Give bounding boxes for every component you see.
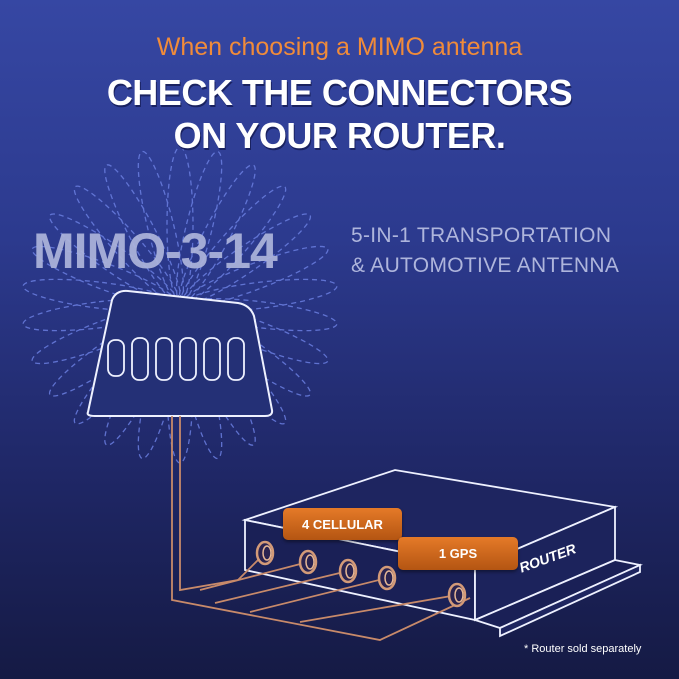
antenna-slots bbox=[107, 337, 245, 381]
gps-connector-label: 1 GPS bbox=[398, 537, 518, 570]
radiation-lobe bbox=[22, 278, 179, 312]
cellular-connectors-label: 4 CELLULAR bbox=[283, 508, 402, 540]
cables bbox=[171, 416, 471, 641]
radiation-lobe bbox=[181, 245, 329, 308]
radiation-lobe bbox=[31, 302, 179, 365]
radiation-lobe bbox=[179, 185, 287, 305]
product-subtitle-1: 5-IN-1 TRANSPORTATION bbox=[351, 224, 612, 247]
footnote: * Router sold separately bbox=[524, 643, 642, 655]
radiation-lobe bbox=[48, 213, 180, 306]
connector-port bbox=[377, 565, 397, 591]
radiation-lobe bbox=[181, 298, 338, 332]
radiation-lobe bbox=[73, 185, 181, 305]
connectors bbox=[255, 540, 467, 608]
headline-line-2: ON YOUR ROUTER. bbox=[173, 115, 506, 156]
headline-line-1: CHECK THE CONNECTORS bbox=[106, 72, 573, 113]
radiation-lobe bbox=[166, 146, 194, 304]
connector-port bbox=[447, 582, 467, 608]
tagline: When choosing a MIMO antenna bbox=[156, 33, 523, 61]
radiation-lobe bbox=[178, 164, 256, 305]
radiation-lobe bbox=[22, 298, 179, 332]
radiation-lobe bbox=[31, 245, 179, 308]
connector-port bbox=[298, 549, 318, 575]
radiation-lobe bbox=[175, 150, 223, 304]
connector-port bbox=[338, 558, 358, 584]
product-model: MIMO-3-14 bbox=[33, 223, 278, 279]
radiation-lobe bbox=[181, 278, 338, 312]
product-subtitle-2: & AUTOMOTIVE ANTENNA bbox=[351, 254, 620, 277]
connector-port bbox=[255, 540, 275, 566]
radiation-lobe bbox=[137, 150, 185, 304]
radiation-lobe bbox=[104, 164, 182, 305]
